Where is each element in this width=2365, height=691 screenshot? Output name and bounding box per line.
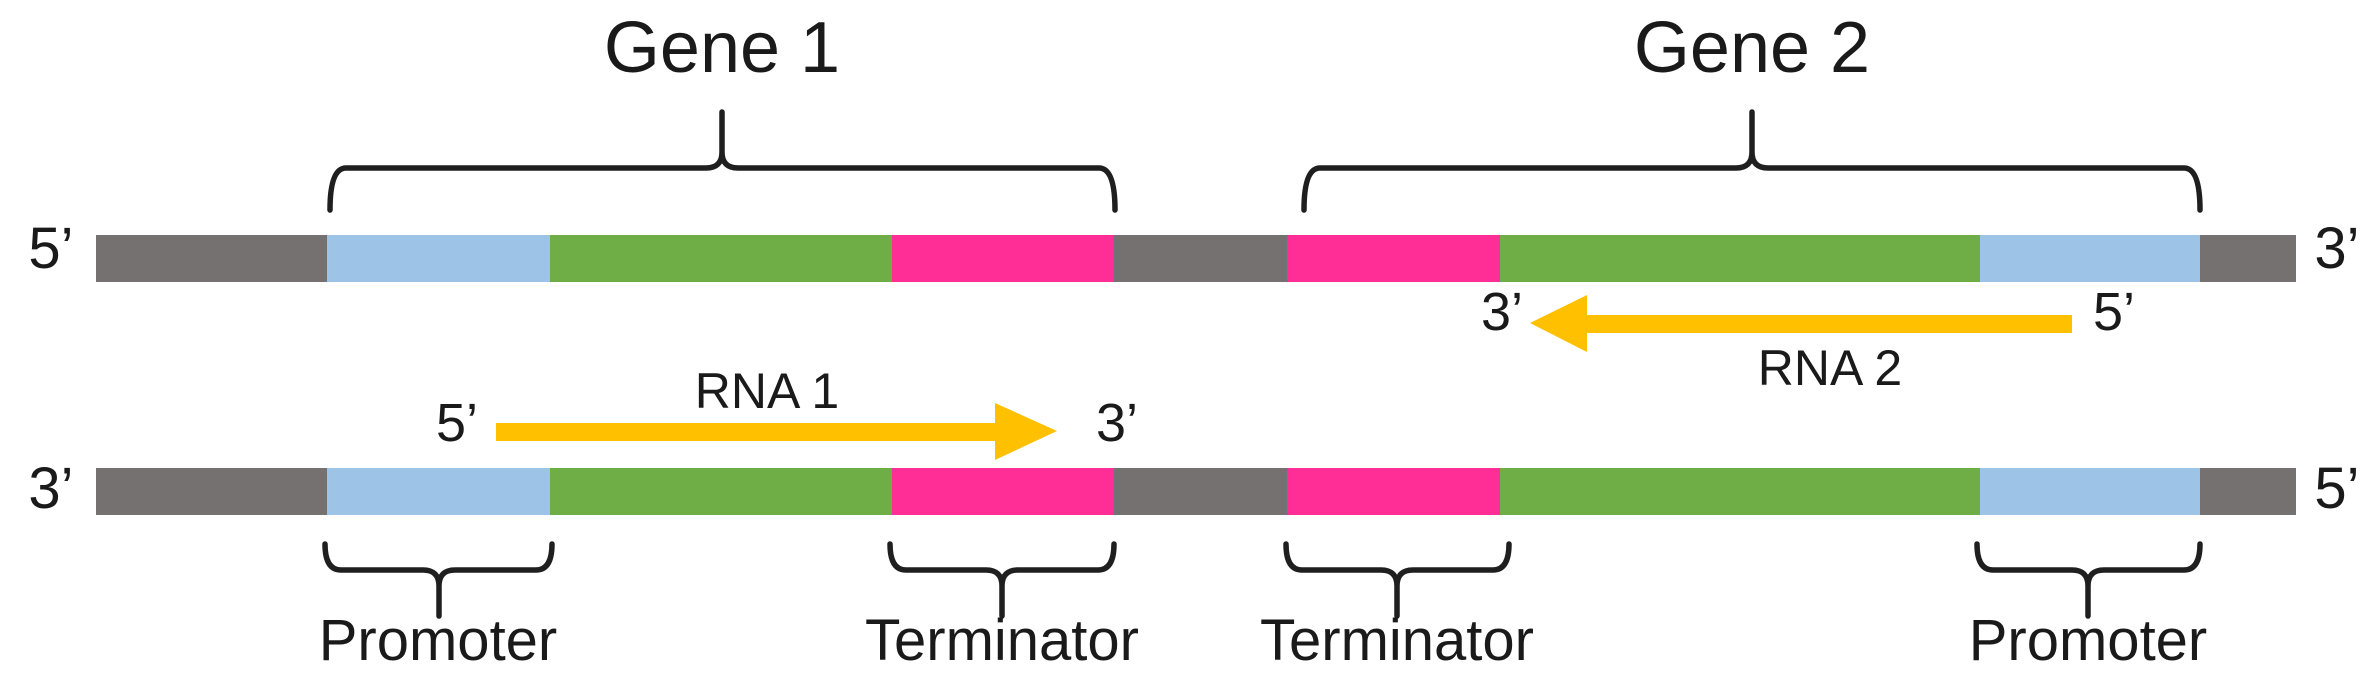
rna-1-5prime-label: 5’ [435, 393, 479, 453]
segment-terminator [892, 235, 1114, 282]
segment-coding [550, 468, 892, 515]
rna-1-3prime-label: 3’ [1095, 393, 1139, 453]
gene-1-brace [327, 109, 1118, 213]
rna-2-3prime-label: 3’ [1480, 282, 1524, 342]
segment-spacer [1114, 468, 1287, 515]
strand-top-5prime-label: 5’ [28, 216, 74, 281]
promoter-2-label: Promoter [1968, 608, 2208, 673]
segment-promoter [327, 468, 550, 515]
rna-2-arrow [1530, 295, 2072, 352]
segment-spacer [96, 235, 327, 282]
rna-1-label: RNA 1 [694, 363, 840, 419]
dna-strand-top [96, 235, 2296, 282]
rna-2-5prime-label: 5’ [2092, 282, 2136, 342]
segment-spacer [2200, 235, 2296, 282]
terminator-1-brace [887, 541, 1117, 619]
strand-top-3prime-label: 3’ [2314, 216, 2360, 281]
gene-1-label: Gene 1 [603, 8, 841, 88]
segment-promoter [327, 235, 550, 282]
segment-terminator [1287, 235, 1500, 282]
rna-1-arrow [496, 403, 1057, 460]
segment-spacer [1114, 235, 1287, 282]
promoter-1-label: Promoter [318, 608, 558, 673]
segment-coding [1500, 235, 1980, 282]
segment-promoter [1980, 468, 2200, 515]
segment-coding [1500, 468, 1980, 515]
segment-terminator [1287, 468, 1500, 515]
strand-bottom-5prime-label: 5’ [2314, 456, 2360, 521]
segment-promoter [1980, 235, 2200, 282]
segment-spacer [96, 468, 327, 515]
rna-2-label: RNA 2 [1757, 340, 1903, 396]
terminator-2-brace [1283, 541, 1512, 619]
gene-2-label: Gene 2 [1633, 8, 1871, 88]
strand-bottom-3prime-label: 3’ [28, 456, 74, 521]
terminator-2-label: Terminator [1260, 608, 1534, 673]
segment-coding [550, 235, 892, 282]
dna-strand-bottom [96, 468, 2296, 515]
promoter-1-brace [322, 541, 555, 619]
gene-2-brace [1301, 109, 2203, 213]
segment-terminator [892, 468, 1114, 515]
segment-spacer [2200, 468, 2296, 515]
terminator-1-label: Terminator [865, 608, 1139, 673]
promoter-2-brace [1974, 541, 2203, 619]
